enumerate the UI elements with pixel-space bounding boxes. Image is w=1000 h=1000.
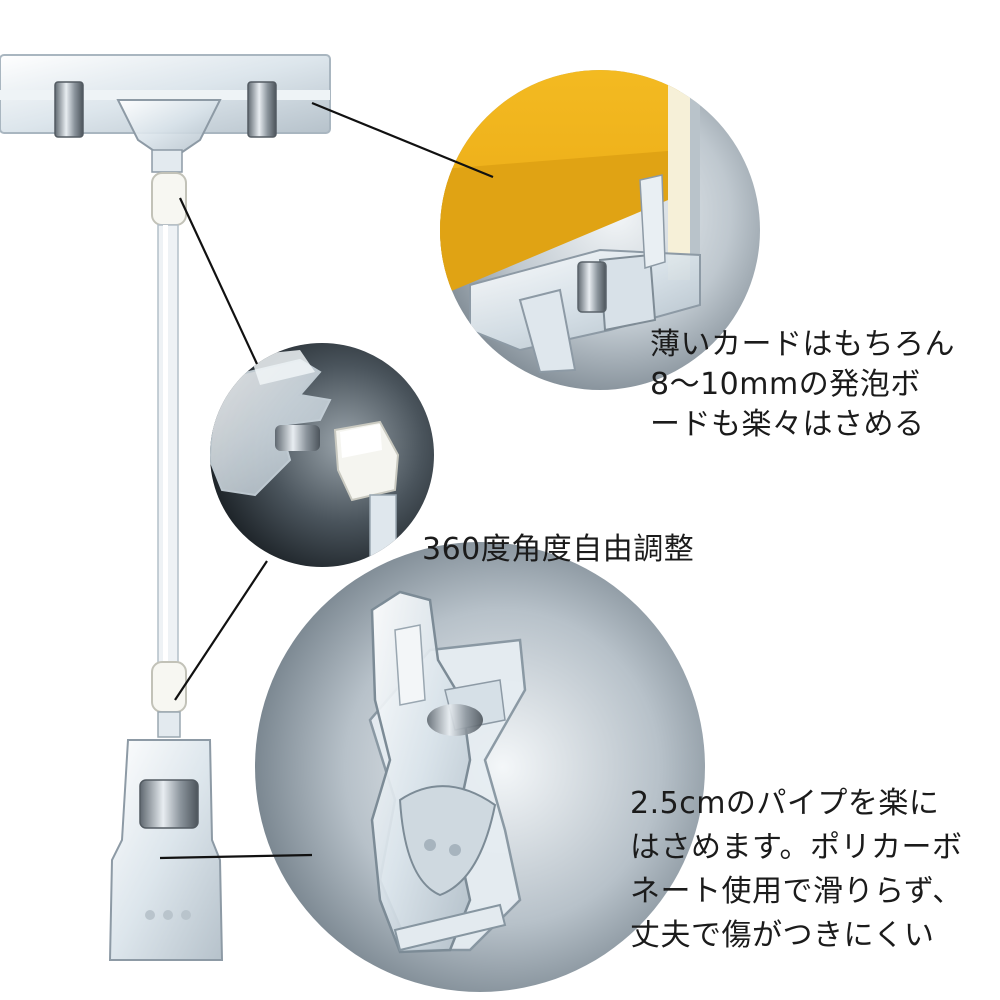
clip-caption-line: 2.5cmのパイプを楽に xyxy=(630,786,940,821)
clip-caption: 2.5cmのパイプを楽に はさめます。ポリカーボ ネート使用で滑りらず、 丈夫で… xyxy=(630,782,963,958)
leader-line-clip xyxy=(159,853,313,860)
card-holder-caption: 薄いカードはもちろん 8〜10mmの発泡ボ ードも楽々はさめる xyxy=(650,325,955,445)
pipe-clip-detail xyxy=(255,542,705,992)
angle-caption-text: 360度角度自由調整 xyxy=(422,532,695,567)
card-clip-detail xyxy=(440,70,760,390)
clip-caption-line: はさめます。ポリカーボ xyxy=(630,830,963,865)
leader-lines xyxy=(159,101,494,860)
clip-caption-line: ネート使用で滑りらず、 xyxy=(630,874,963,909)
leader-line-card xyxy=(311,101,494,179)
clip-caption-line: 丈夫で傷がつきにくい xyxy=(630,918,935,953)
clip-pole-holder xyxy=(0,54,331,961)
angle-caption: 360度角度自由調整 xyxy=(422,530,694,570)
card-holder-caption-line: 薄いカードはもちろん xyxy=(650,327,955,362)
swivel-joint-detail xyxy=(210,343,434,567)
leader-line-joint-top xyxy=(179,197,258,365)
leader-line-joint-bottom xyxy=(174,560,268,701)
card-holder-caption-line: 8〜10mmの発泡ボ xyxy=(650,367,921,402)
card-holder-caption-line: ードも楽々はさめる xyxy=(650,407,925,442)
